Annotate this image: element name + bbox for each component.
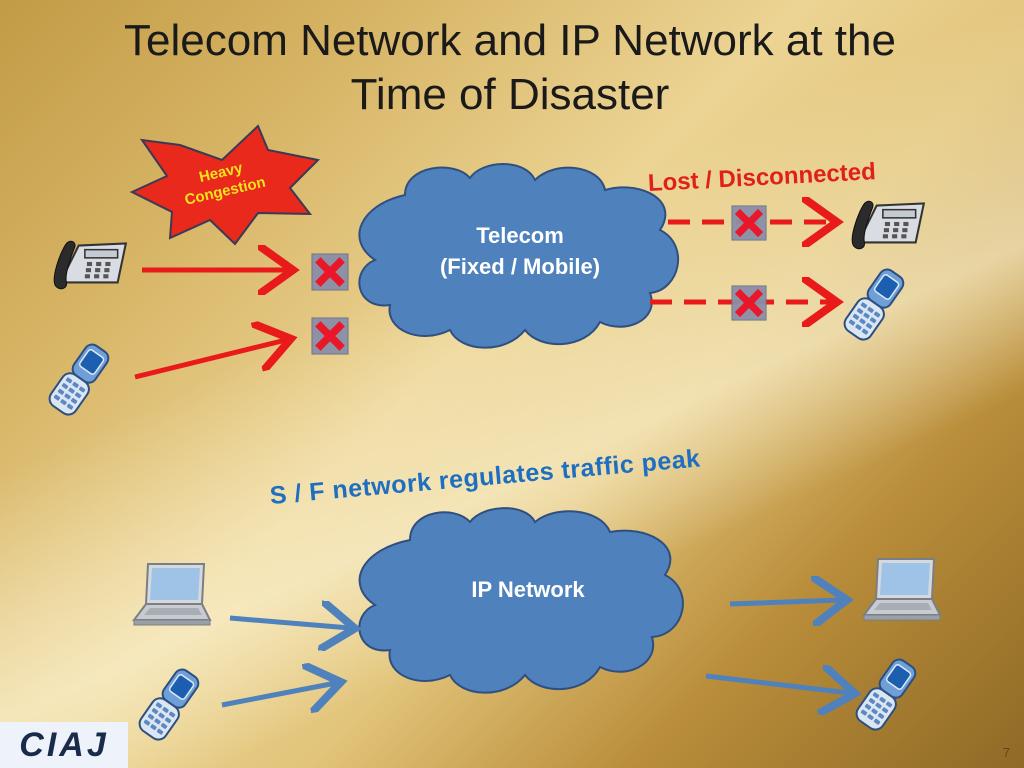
mobile-phone-icon bbox=[44, 340, 115, 420]
ip-arrow-out-laptop bbox=[729, 600, 842, 604]
telecom-cloud bbox=[358, 163, 679, 349]
congestion-burst-icon bbox=[129, 124, 321, 246]
slide-title-line1: Telecom Network and IP Network at the bbox=[124, 16, 896, 65]
ciaj-logo-text: CIAJ bbox=[19, 725, 109, 764]
blocked-x-icon bbox=[312, 318, 348, 354]
blocked-x-icon bbox=[732, 286, 766, 320]
laptop-icon bbox=[133, 563, 211, 626]
ciaj-logo: CIAJ bbox=[0, 722, 128, 768]
call-arrow-mobile bbox=[134, 340, 286, 380]
laptop-icon bbox=[863, 558, 941, 621]
slide-title: Telecom Network and IP Network at the Ti… bbox=[60, 14, 960, 122]
ip-cloud bbox=[358, 507, 684, 694]
ip-arrow-in-laptop bbox=[229, 618, 350, 628]
blocked-x-icon bbox=[732, 206, 766, 240]
mobile-phone-icon bbox=[134, 665, 205, 745]
mobile-phone-icon bbox=[839, 265, 910, 345]
ip-arrow-out-mobile bbox=[705, 676, 850, 693]
desk-phone-icon bbox=[851, 200, 925, 250]
telecom-cloud-label-line2: (Fixed / Mobile) bbox=[439, 254, 601, 279]
slide-number: 7 bbox=[1002, 745, 1010, 760]
desk-phone-icon bbox=[53, 240, 127, 290]
blocked-x-icon bbox=[312, 254, 348, 290]
mobile-phone-icon bbox=[851, 655, 922, 735]
ip-arrow-in-mobile bbox=[221, 683, 336, 705]
ip-cloud-label: IP Network bbox=[471, 577, 585, 602]
slide-title-line2: Time of Disaster bbox=[350, 70, 670, 119]
telecom-cloud-label: Telecom (Fixed / Mobile) bbox=[400, 220, 640, 282]
telecom-cloud-label-line1: Telecom bbox=[476, 223, 564, 248]
